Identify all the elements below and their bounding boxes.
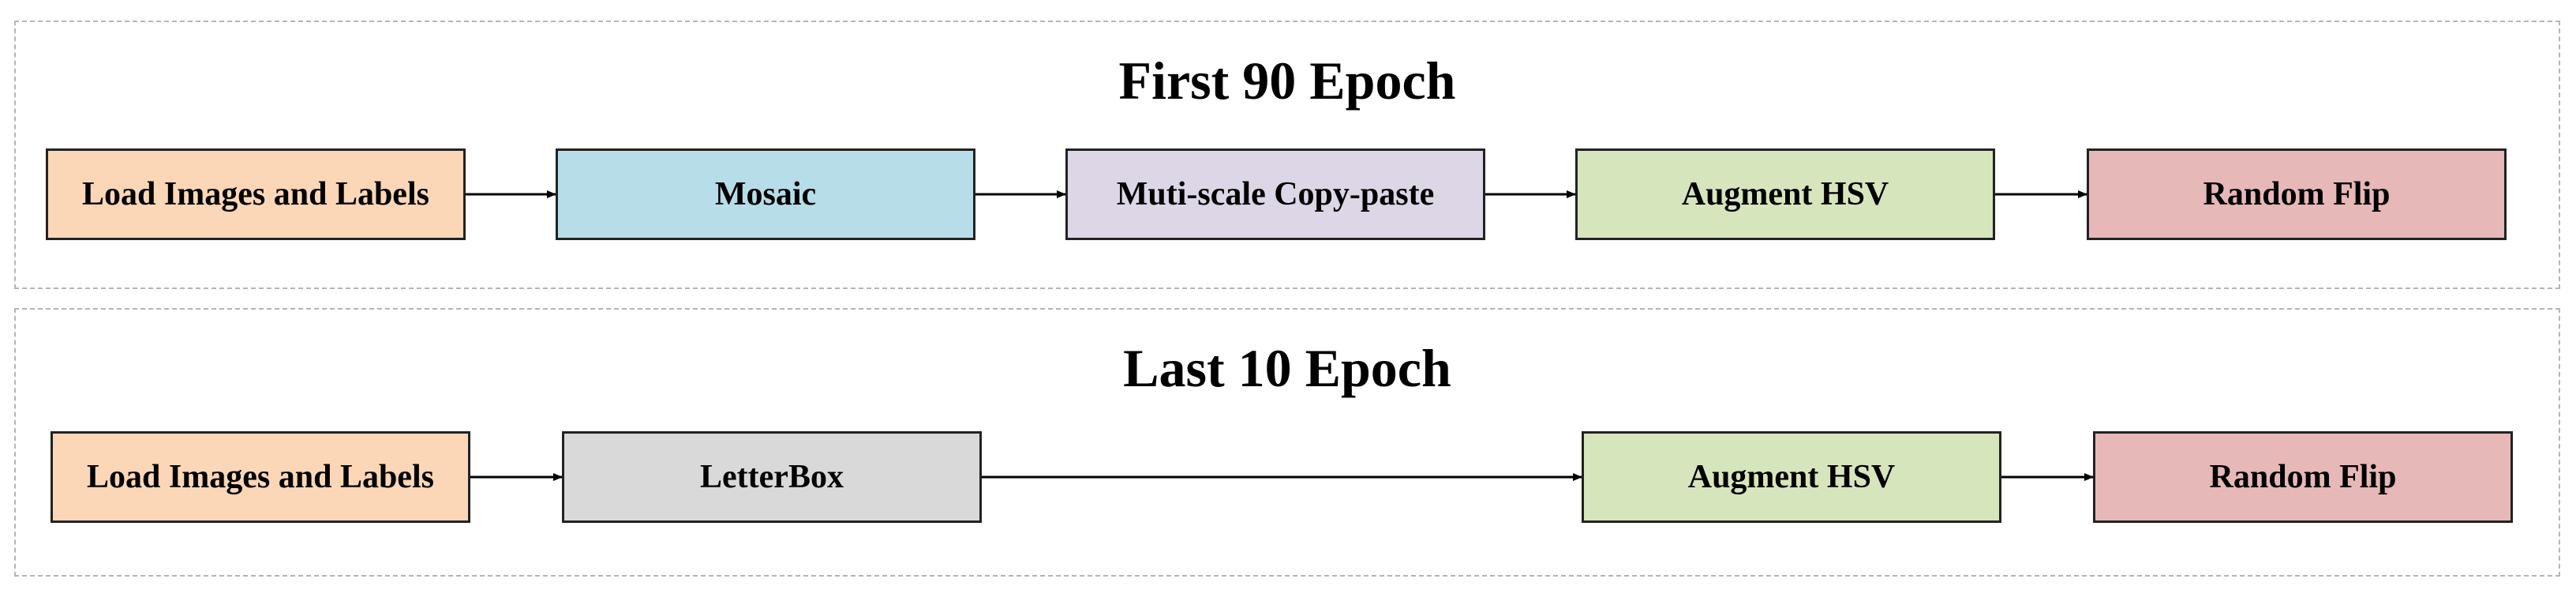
load-images-step: Load Images and Labels [46, 148, 466, 240]
last-10-epoch-panel: Last 10 Epoch [14, 308, 2560, 577]
load-images-step: Load Images and Labels [51, 431, 470, 523]
letterbox-step: LetterBox [562, 431, 982, 523]
mosaic-step: Mosaic [556, 148, 975, 240]
augment-hsv-step: Augment HSV [1582, 431, 2001, 523]
panel-title: Last 10 Epoch [1123, 338, 1451, 398]
random-flip-step: Random Flip [2093, 431, 2513, 523]
random-flip-step: Random Flip [2087, 148, 2507, 240]
first-90-epoch-panel: First 90 Epoch [14, 21, 2560, 289]
panel-title: First 90 Epoch [1118, 51, 1456, 111]
augment-hsv-step: Augment HSV [1575, 148, 1995, 240]
copy-paste-step: Muti-scale Copy-paste [1065, 148, 1485, 240]
